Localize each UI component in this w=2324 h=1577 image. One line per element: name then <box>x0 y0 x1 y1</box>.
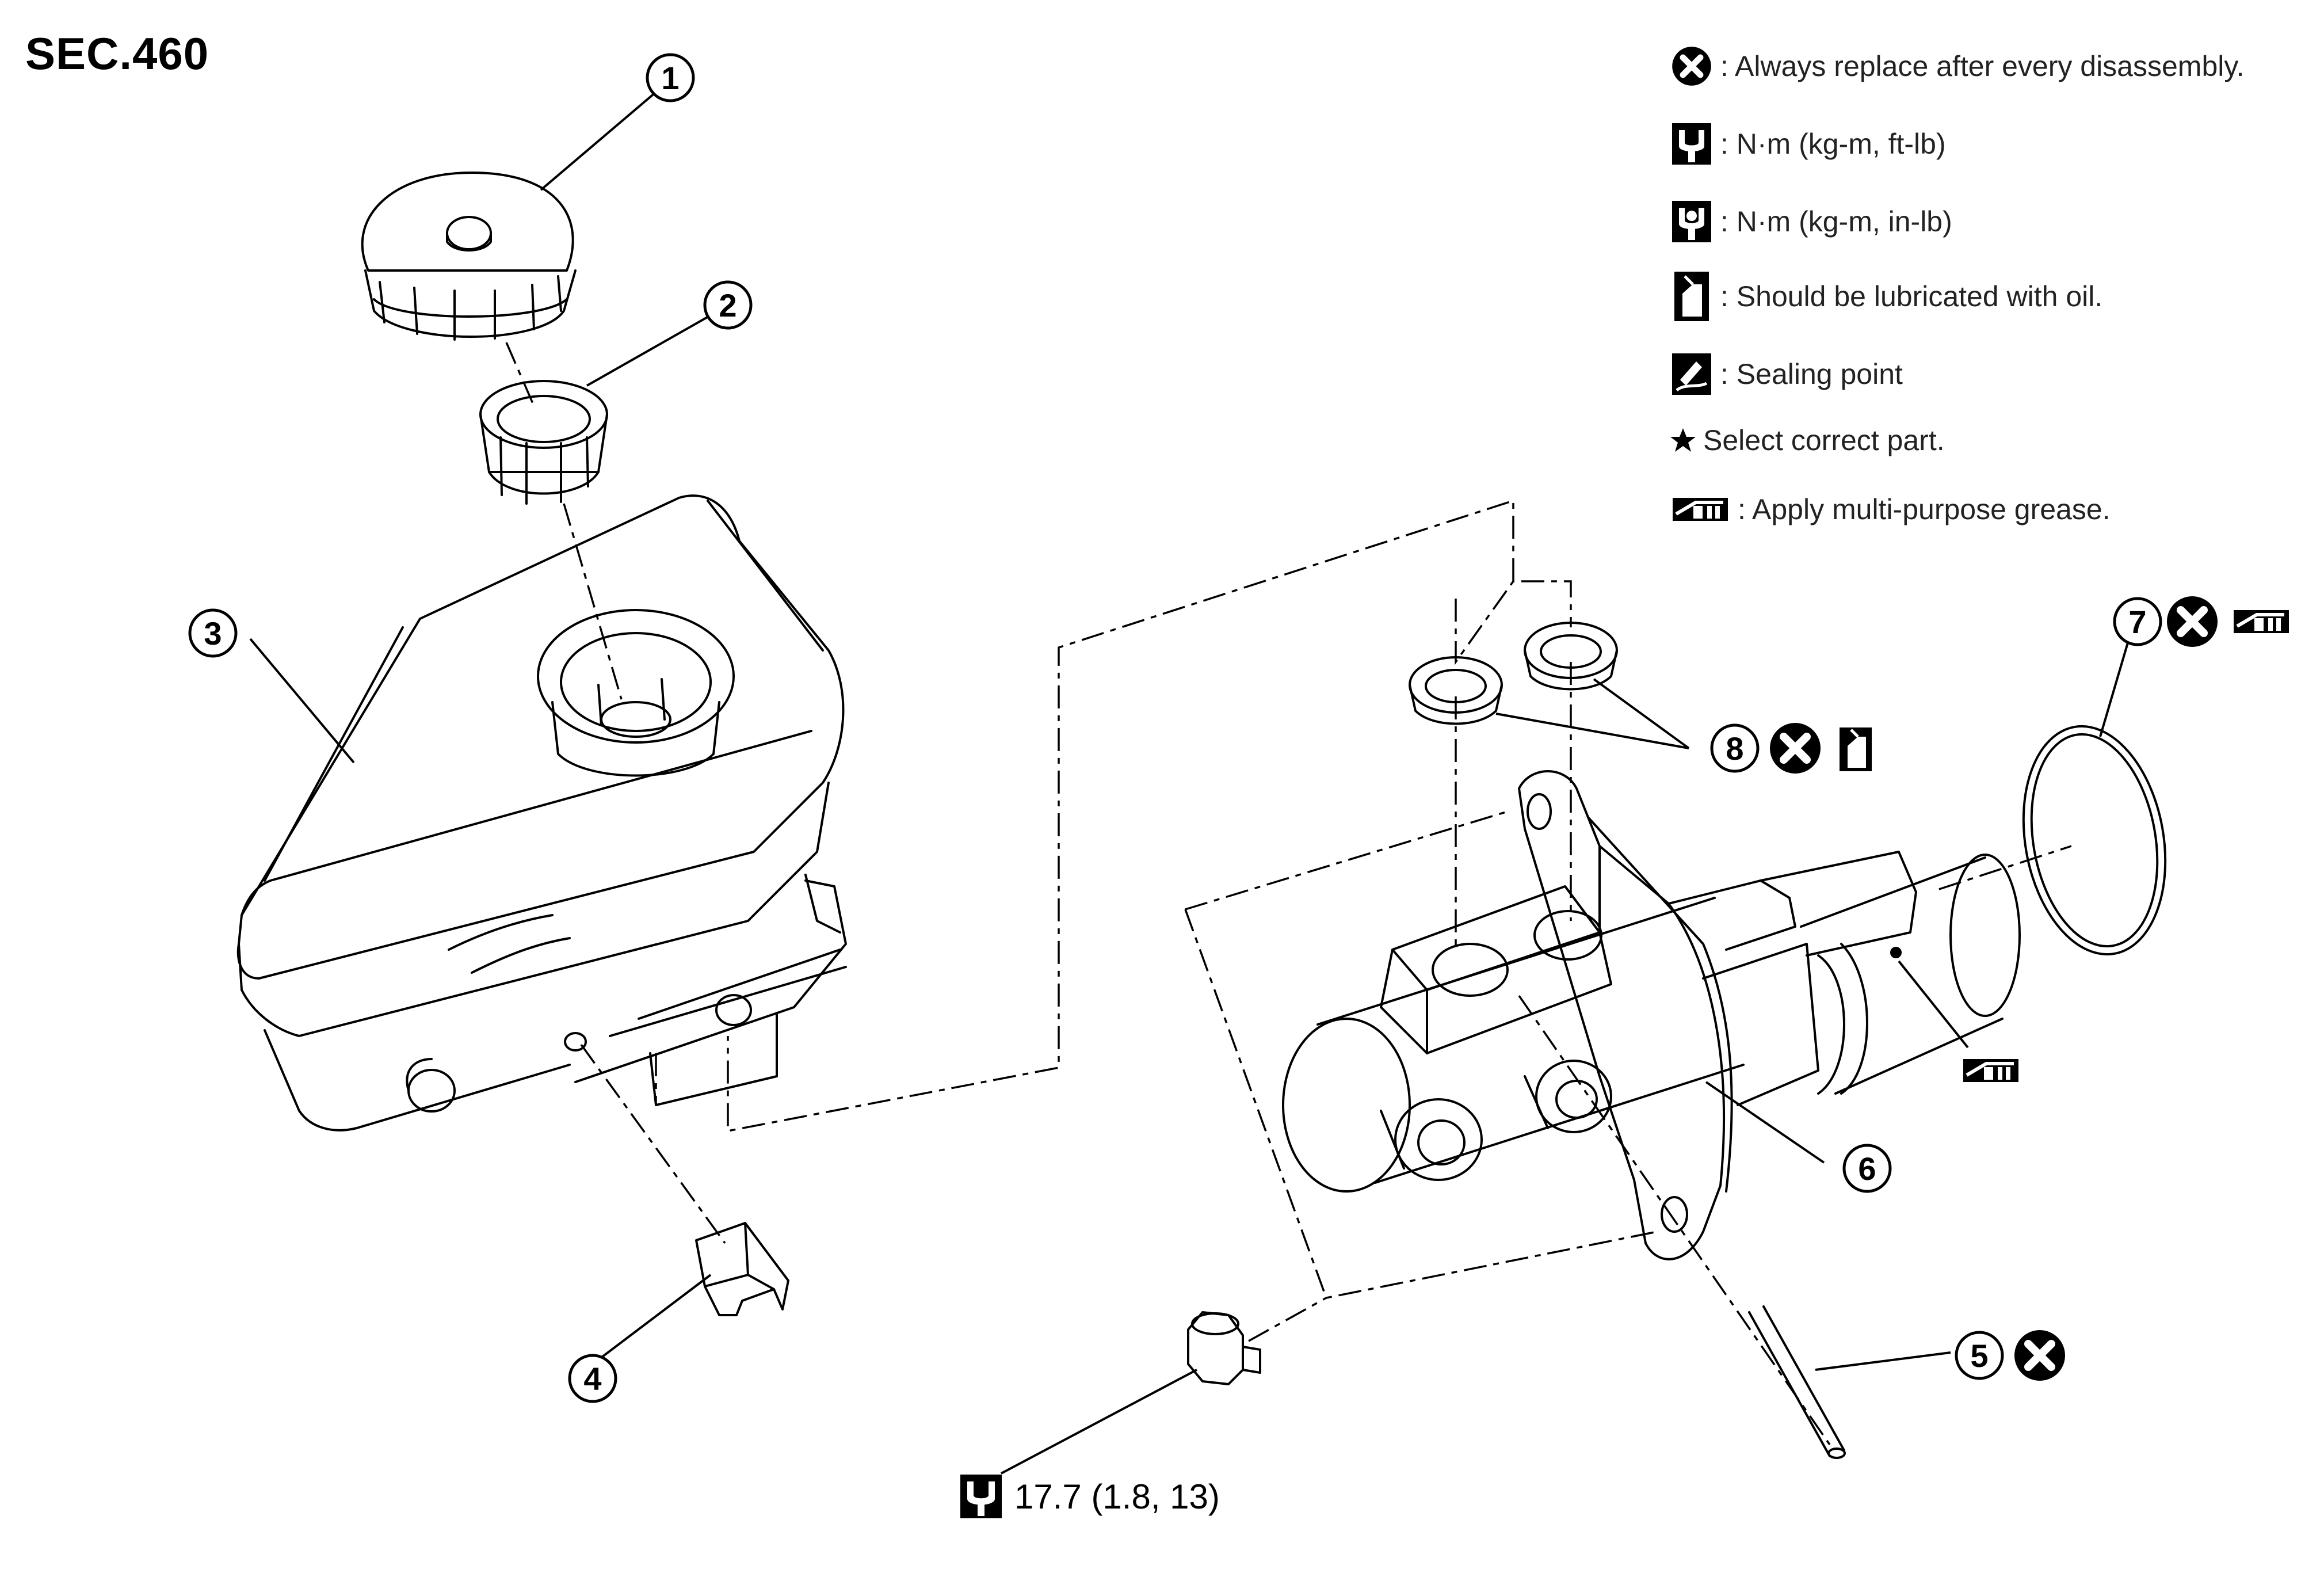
legend-row-select-part: Select correct part. <box>1669 414 1945 466</box>
oil-can-icon <box>1840 727 1872 771</box>
star-icon <box>1670 428 1696 452</box>
callout-8: 8 <box>1710 723 1760 773</box>
reservoir-strainer <box>479 380 608 505</box>
reservoir-tank <box>236 494 847 1132</box>
section-code: SEC.460 <box>25 28 209 79</box>
svg-text:1: 1 <box>661 60 679 96</box>
callout-2: 2 <box>703 280 753 330</box>
svg-text:7: 7 <box>2128 604 2146 640</box>
legend-text: : N·m (kg-m, in-lb) <box>1720 205 1952 238</box>
callout-4: 4 <box>568 1354 617 1403</box>
assembly-center-lines <box>505 342 2072 1445</box>
svg-text:4: 4 <box>583 1361 601 1397</box>
torque-spec: 17.7 (1.8, 13) <box>958 1473 1220 1519</box>
legend-row-torque-ftlb: : N·m (kg-m, ft-lb) <box>1669 118 1946 170</box>
always-replace-icon <box>1770 723 1821 774</box>
callout-7: 7 <box>2113 597 2162 646</box>
torque-value: 17.7 (1.8, 13) <box>1014 1477 1220 1516</box>
reservoir-grommets <box>1409 622 1618 725</box>
callout-6: 6 <box>1842 1144 1892 1193</box>
always-replace-icon <box>2167 596 2218 647</box>
legend-row-oil: : Should be lubricated with oil. <box>1669 271 2102 322</box>
svg-text:3: 3 <box>204 615 222 652</box>
grease-gun-icon <box>2234 610 2289 633</box>
svg-text:5: 5 <box>1970 1338 1988 1374</box>
torque-wrench-icon <box>960 1475 1002 1518</box>
level-sensor-clip <box>695 1222 789 1316</box>
legend-text: : N·m (kg-m, ft-lb) <box>1720 128 1946 160</box>
legend-row-grease: : Apply multi-purpose grease. <box>1669 483 2111 535</box>
always-replace-icon <box>2014 1330 2065 1381</box>
legend-text: : Always replace after every disassembly… <box>1720 50 2245 82</box>
svg-text:8: 8 <box>1726 730 1743 767</box>
legend-text: : Should be lubricated with oil. <box>1720 280 2103 313</box>
legend-text: : Apply multi-purpose grease. <box>1738 493 2111 525</box>
callout-5: 5 <box>1955 1331 2004 1380</box>
svg-text:6: 6 <box>1858 1151 1876 1187</box>
sealant-icon <box>1672 353 1711 395</box>
master-cylinder <box>1282 770 2021 1260</box>
legend-row-torque-inlb: : N·m (kg-m, in-lb) <box>1669 196 1952 247</box>
torque-wrench-icon <box>1672 123 1711 165</box>
callout-3: 3 <box>188 608 238 658</box>
o-ring <box>2022 725 2167 956</box>
torque-wrench-filled-icon <box>1672 201 1711 242</box>
callout-1: 1 <box>646 53 695 102</box>
grease-gun-icon <box>1673 498 1728 521</box>
legend-row-sealant: : Sealing point <box>1669 348 1903 400</box>
reservoir-cap <box>361 172 577 341</box>
legend-text: : Sealing point <box>1720 358 1903 390</box>
leader-lines <box>249 91 2130 1475</box>
grease-gun-icon <box>1963 1059 2018 1082</box>
retaining-pin <box>1748 1305 1846 1459</box>
always-replace-icon <box>1672 47 1711 86</box>
oil-can-icon <box>1674 272 1709 321</box>
legend-text: Select correct part. <box>1703 424 1945 456</box>
svg-text:2: 2 <box>719 287 736 323</box>
legend-row-replace: : Always replace after every disassembly… <box>1669 40 2245 92</box>
mounting-nut <box>1187 1311 1261 1385</box>
